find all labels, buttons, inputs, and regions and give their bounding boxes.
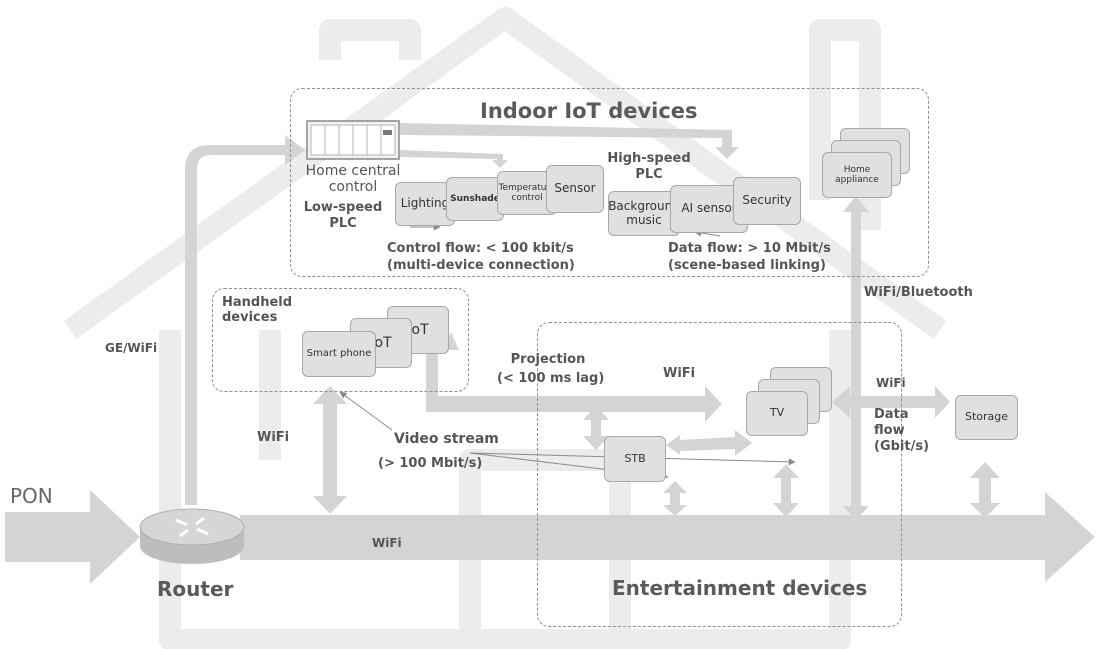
video-stream-label: Video stream [394,431,499,447]
wifi-projection-label: WiFi [663,366,696,381]
handheld-backbone-arrow [313,386,347,514]
smart-phone-node: Smart phone [302,331,376,377]
storage-node: Storage [955,395,1018,440]
wifi-backbone-label: WiFi [372,536,402,550]
ge-wifi-label: GE/WiFi [105,341,158,355]
home-appliance-node: Home appliance [822,152,892,198]
lighting-node: Lighting [395,182,455,226]
entertainment-title: Entertainment devices [612,576,868,600]
stb-backbone-arrow [663,481,687,516]
central-to-highspeed-arrow [400,123,739,159]
high-speed-plc-label: High-speed PLC [607,151,691,182]
data-flow-gbit-label: Data flow (Gbit/s) [874,407,930,454]
background-music-node: Background music [608,191,680,236]
home-central-control-icon [306,120,400,160]
tv-node: TV [746,391,808,436]
tv-backbone-arrow [773,464,799,517]
wifi-bluetooth-label: WiFi/Bluetooth [864,285,973,300]
projection-label: Projection (< 100 ms lag) [497,352,605,386]
low-speed-plc-label: Low-speed PLC [303,200,383,231]
video-stream-rate-label: (> 100 Mbit/s) [378,456,483,471]
handheld-group [212,288,469,392]
wifi-tv-storage-label: WiFi [876,376,906,390]
pon-arrow [5,490,140,584]
projection-arrow [426,340,722,422]
stb-node: STB [604,436,666,482]
indoor-iot-title: Indoor IoT devices [480,99,698,123]
stb-top-arrow [583,406,609,450]
security-node: Security [733,177,801,225]
ge-wifi-link-arrow [185,135,305,505]
indoor-iot-group [290,88,929,277]
storage-backbone-arrow [970,462,1000,518]
handheld-title: Handheld devices [222,295,293,325]
data-flow-label: Data flow: > 10 Mbit/s (scene-based link… [668,241,831,273]
pon-label: PON [10,484,53,508]
stb-tv-arrow [680,430,752,456]
tv-storage-link-arrow [832,386,950,418]
router-label: Router [157,577,234,601]
entertainment-group [537,322,902,627]
sensor-node: Sensor [546,165,604,213]
backbone-arrow [240,492,1095,582]
central-to-lowspeed-arrow [400,150,508,168]
home-appliance-link-arrow [843,196,869,520]
home-central-control-label: Home central control [305,163,401,195]
house-outline-background [63,7,947,649]
sunshade-node: Sunshade [446,177,504,221]
router-icon [139,508,245,564]
wifi-handheld-label: WiFi [257,430,290,445]
control-flow-label: Control flow: < 100 kbit/s (multi-device… [387,241,575,273]
